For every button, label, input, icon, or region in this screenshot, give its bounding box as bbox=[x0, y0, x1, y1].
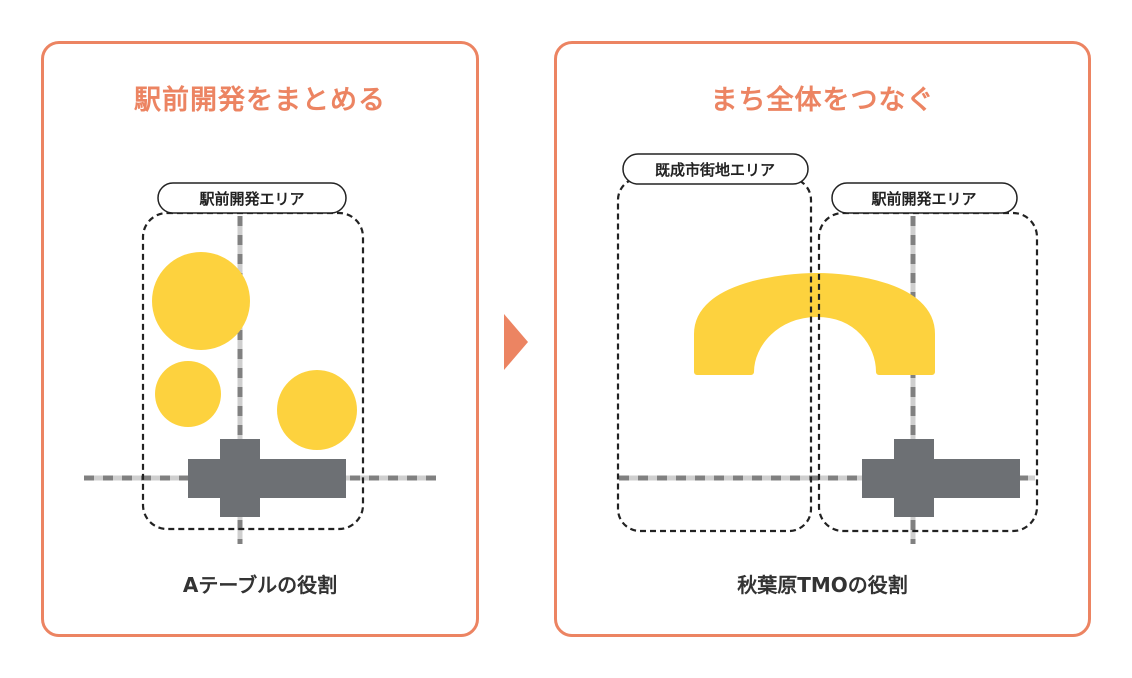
project-circle-medium bbox=[277, 370, 357, 450]
station-block-vertical bbox=[220, 439, 260, 517]
town-connection-diagram: 既成市街地エリア 駅前開発エリア bbox=[557, 44, 1094, 640]
panel-whole-town: まち全体をつなぐ 既成市街地エリア 駅前開発エリア 秋葉原TMOの役割 bbox=[554, 41, 1091, 637]
connection-arch bbox=[697, 276, 932, 372]
station-block-horizontal bbox=[188, 459, 346, 498]
station-block-vertical bbox=[894, 439, 934, 517]
panel-caption: Aテーブルの役割 bbox=[44, 569, 476, 598]
station-area-diagram: 駅前開発エリア bbox=[44, 44, 482, 640]
station-area-label-text: 駅前開発エリア bbox=[870, 190, 976, 208]
station-block-horizontal bbox=[862, 459, 1020, 498]
project-circle-small bbox=[155, 361, 221, 427]
area-label-text: 駅前開発エリア bbox=[198, 190, 304, 208]
panel-caption: 秋葉原TMOの役割 bbox=[557, 569, 1088, 598]
panel-station-development: 駅前開発をまとめる 駅前開発エリア Aテーブルの役割 bbox=[41, 41, 479, 637]
project-circle-large bbox=[152, 252, 250, 350]
arrow-right-icon bbox=[504, 314, 528, 370]
existing-area-label-text: 既成市街地エリア bbox=[655, 161, 775, 179]
